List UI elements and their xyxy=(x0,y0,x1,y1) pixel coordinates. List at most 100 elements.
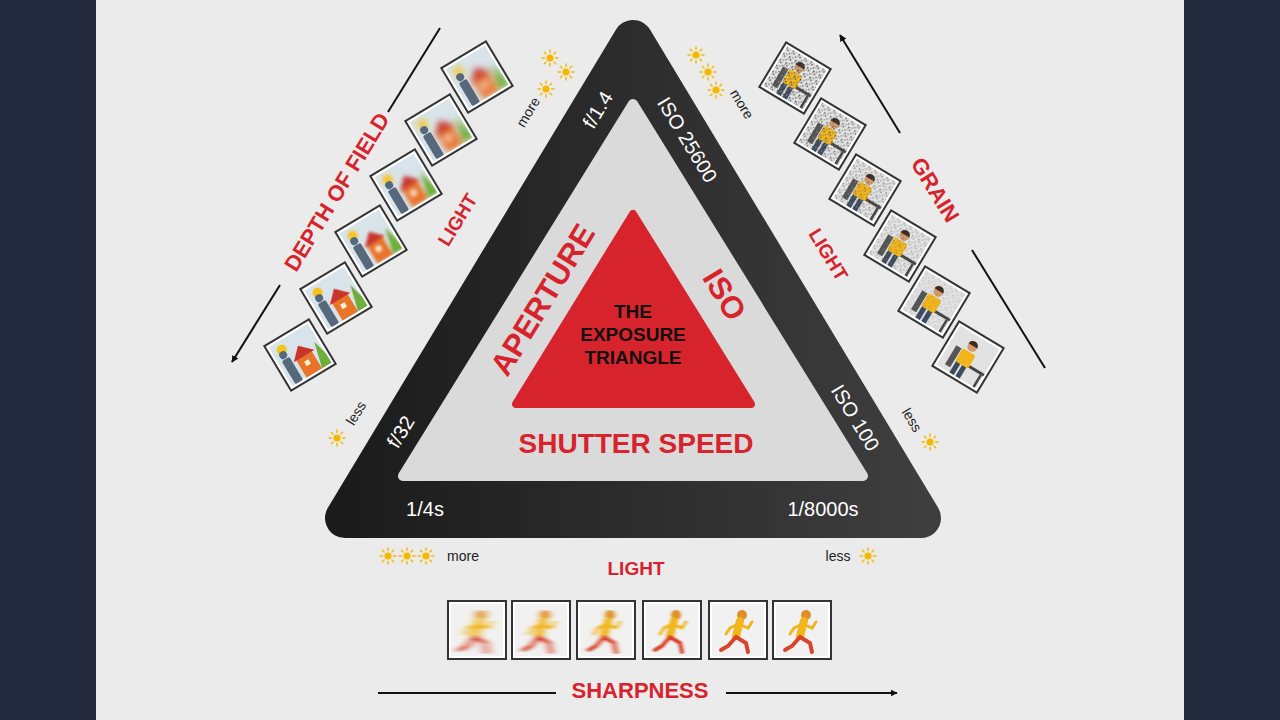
art-shape xyxy=(346,211,403,270)
sun-icon xyxy=(700,64,716,80)
less-label: less xyxy=(899,405,926,435)
art-shape xyxy=(790,624,803,634)
sun-icon xyxy=(418,548,434,564)
motion-thumbnail xyxy=(643,601,701,659)
axis-light: LIGHT xyxy=(434,190,482,250)
art-shape xyxy=(785,637,800,650)
inner-triangle: APERTUREISOSHUTTER SPEEDTHE EXPOSURE TRI… xyxy=(380,85,890,495)
art-shape xyxy=(359,226,386,249)
more-label: more xyxy=(447,548,479,564)
art-shape xyxy=(800,637,812,652)
axis-light: LIGHT xyxy=(608,558,665,580)
art-shape xyxy=(349,236,360,247)
art-shape xyxy=(868,214,931,277)
art-shape xyxy=(304,266,367,329)
art-shape xyxy=(763,46,826,109)
art-shape xyxy=(607,622,620,628)
art-shape xyxy=(381,155,438,214)
example-thumbnails xyxy=(264,41,1003,659)
art-shape xyxy=(646,604,698,656)
less-label: less xyxy=(343,398,370,428)
art-shape xyxy=(594,624,607,634)
art-shape xyxy=(542,622,555,628)
art-shape xyxy=(643,601,701,659)
art-shape xyxy=(712,604,764,656)
art-shape xyxy=(798,102,861,165)
direction-arrows xyxy=(232,28,1045,693)
art-shape xyxy=(481,81,488,88)
art-shape xyxy=(655,610,686,652)
art-shape xyxy=(776,604,828,656)
art-shape xyxy=(936,325,999,388)
art-shape xyxy=(655,637,670,650)
motion-thumbnail xyxy=(709,601,767,659)
art-shape xyxy=(308,338,331,368)
art-shape xyxy=(339,209,402,272)
scale-value: 1/8000s xyxy=(787,498,858,521)
art-shape xyxy=(539,637,551,652)
art-shape xyxy=(580,604,632,656)
art-shape xyxy=(803,622,816,628)
art-shape xyxy=(455,72,466,83)
less-label: less xyxy=(826,548,851,564)
side-bar xyxy=(0,0,96,720)
art-shape xyxy=(524,637,539,650)
art-shape xyxy=(485,60,508,90)
art-shape xyxy=(798,102,861,165)
art-shape xyxy=(524,610,555,652)
art-shape xyxy=(353,243,375,271)
art-shape xyxy=(445,134,452,141)
art-shape xyxy=(445,45,508,108)
art-shape xyxy=(379,224,402,254)
sun-icon xyxy=(542,50,558,66)
art-shape xyxy=(423,132,445,160)
art-shape xyxy=(833,158,896,221)
art-shape xyxy=(577,601,635,659)
art-shape xyxy=(902,270,965,333)
art-shape xyxy=(798,102,861,165)
sun-icon xyxy=(688,47,704,63)
sun-icon xyxy=(708,82,724,98)
art-shape xyxy=(429,115,456,138)
side-bar xyxy=(1184,0,1280,720)
art-shape xyxy=(419,125,430,136)
art-shape xyxy=(344,281,367,311)
art-shape xyxy=(452,47,509,106)
art-shape xyxy=(833,158,896,221)
art-shape xyxy=(311,268,368,327)
more-label: more xyxy=(513,94,543,130)
art-shape xyxy=(410,189,417,196)
art-shape xyxy=(736,637,748,652)
art-shape xyxy=(304,359,311,366)
art-shape xyxy=(936,325,999,388)
sun-icon xyxy=(922,434,938,450)
grain-thumbnail xyxy=(932,321,1003,392)
art-shape xyxy=(902,270,965,333)
art-shape xyxy=(288,340,315,363)
sun-icon xyxy=(538,81,554,97)
art-shape xyxy=(384,180,395,191)
art-shape xyxy=(475,637,487,652)
arrow-line xyxy=(378,692,556,694)
motion-thumbnail xyxy=(577,601,635,659)
art-shape xyxy=(726,624,739,634)
axis-title: GRAIN xyxy=(906,153,965,227)
sun-icon xyxy=(380,548,396,564)
sun-icon xyxy=(329,430,345,446)
motion-thumbnail xyxy=(512,601,570,659)
art-shape xyxy=(459,79,481,107)
art-shape xyxy=(414,168,437,198)
scale-value: 1/4s xyxy=(406,498,444,521)
axis-title: DEPTH OF FIELD xyxy=(279,108,395,276)
depth-thumbnail xyxy=(441,41,512,112)
art-shape xyxy=(268,323,331,386)
art-shape xyxy=(670,637,682,652)
art-shape xyxy=(604,637,616,652)
art-shape xyxy=(868,214,931,277)
inner-triangle-outline xyxy=(403,104,863,476)
art-shape xyxy=(448,601,506,659)
art-shape xyxy=(375,245,382,252)
art-shape xyxy=(773,601,831,659)
art-shape xyxy=(409,98,472,161)
motion-thumbnail xyxy=(448,601,506,659)
